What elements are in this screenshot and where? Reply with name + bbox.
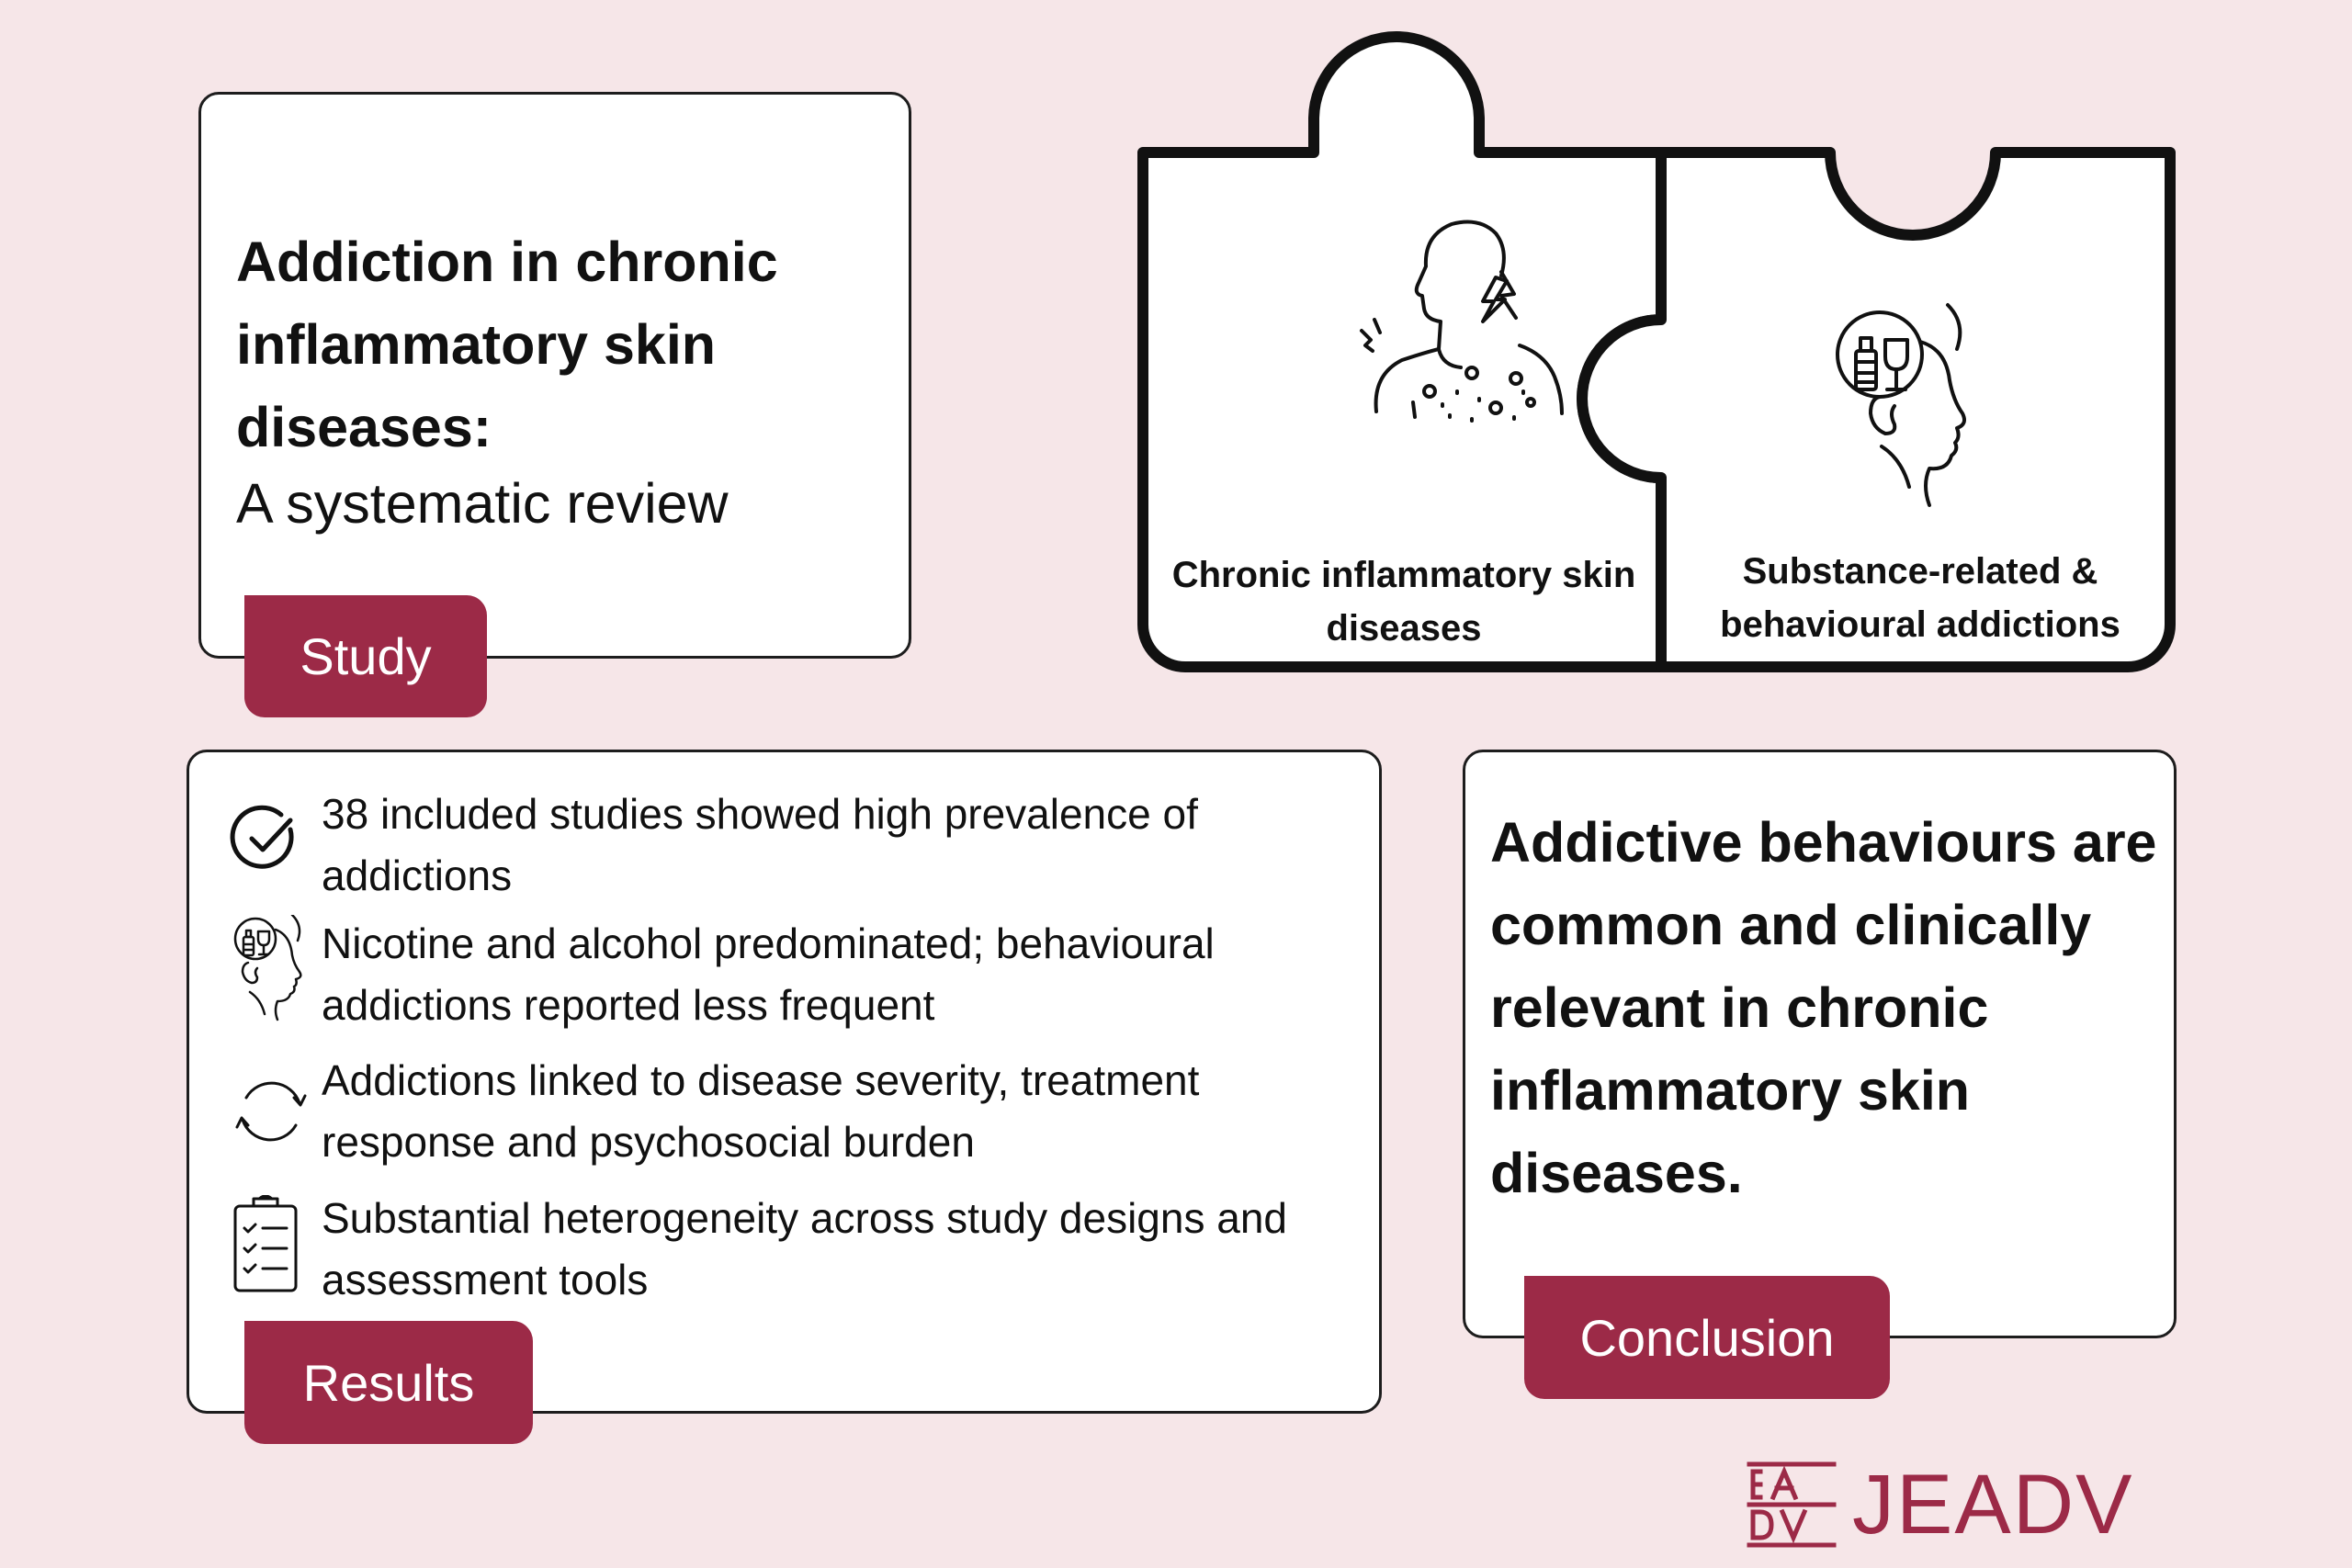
results-tag: Results — [244, 1321, 533, 1444]
conclusion-tag: Conclusion — [1524, 1276, 1890, 1399]
puzzle-graphic — [1137, 31, 2176, 672]
check-circle-icon — [230, 805, 294, 869]
result-item: Substantial heterogeneity across study d… — [230, 1188, 1360, 1311]
puzzle-label-right: Substance-related & behavioural addictio… — [1720, 551, 2120, 645]
jeadv-logo: JEADV — [1746, 1459, 2168, 1551]
results-card — [187, 750, 1382, 1414]
study-subtitle: A systematic review — [236, 472, 729, 535]
result-text: 38 included studies showed high prevalen… — [322, 790, 1198, 899]
eadv-logo-mark-icon — [1747, 1461, 1837, 1548]
study-card — [198, 92, 911, 659]
study-title: Addiction in chronic inflammatory skin d… — [236, 231, 778, 458]
clipboard-checklist-icon — [233, 1195, 298, 1292]
result-text: Substantial heterogeneity across study d… — [322, 1194, 1287, 1303]
conclusion-text: Addictive behaviours are common and clin… — [1490, 811, 2157, 1204]
substance-head-icon — [1836, 303, 1966, 507]
result-text: Nicotine and alcohol predominated; behav… — [322, 919, 1215, 1029]
logo-text: JEADV — [1852, 1458, 2134, 1551]
result-text: Addictions linked to disease severity, t… — [322, 1056, 1200, 1166]
result-item: Addictions linked to disease severity, t… — [230, 1050, 1360, 1173]
substance-head-icon — [233, 915, 302, 1021]
result-item: 38 included studies showed high prevalen… — [230, 784, 1360, 907]
puzzle-label-left: Chronic inflammatory skin diseases — [1171, 555, 1636, 649]
cycle-arrows-icon — [235, 1081, 307, 1142]
puzzle-piece-right — [1577, 147, 2176, 672]
inflamed-skin-person-icon — [1360, 220, 1564, 423]
result-item: Nicotine and alcohol predominated; behav… — [230, 913, 1360, 1036]
study-tag: Study — [244, 595, 487, 717]
